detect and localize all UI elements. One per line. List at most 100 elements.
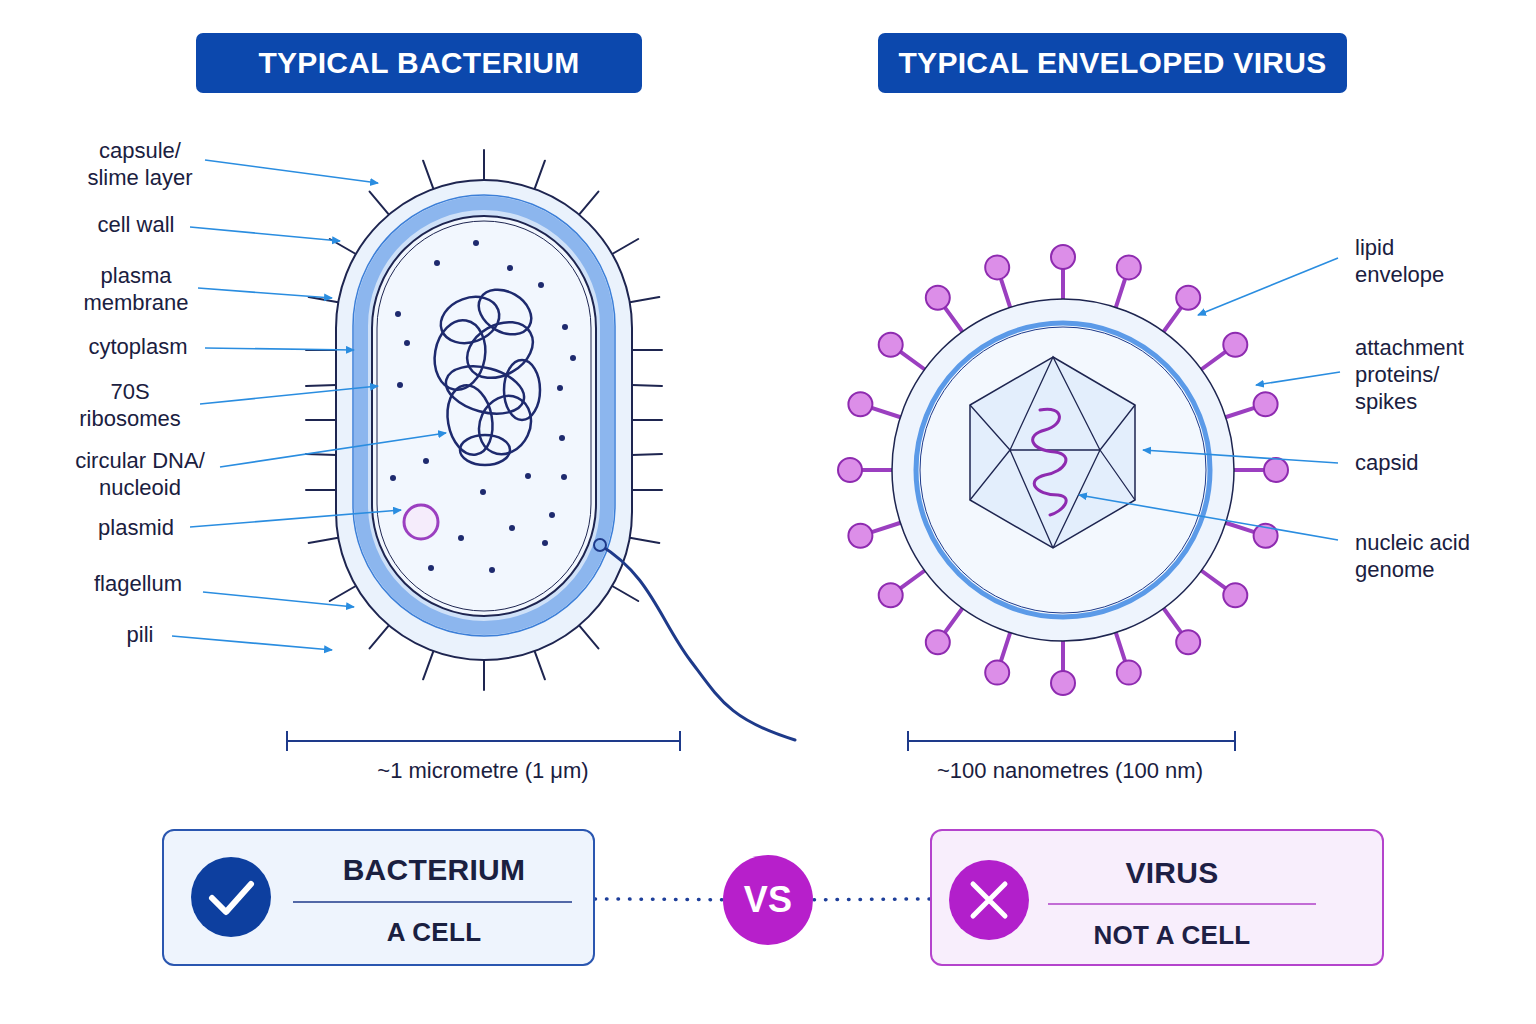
cell-wall [361,203,607,628]
cross-badge [949,860,1029,940]
scale-bar [908,731,1235,751]
capsule [336,180,632,660]
spike-head [1223,333,1247,357]
dna-loop [460,435,510,465]
ribosome-dot [458,535,464,541]
ribosome-dot [562,324,568,330]
leader-line [205,160,378,183]
spike-stems [861,268,1265,672]
spike-head [1117,661,1141,685]
capsid-shape [970,357,1135,548]
pili [306,150,662,690]
spike-head [985,661,1009,685]
spike-head [879,333,903,357]
part-label: nucleic acid genome [1355,529,1495,583]
leader-line [198,288,332,298]
divider-line [293,901,572,903]
ribosome-dot [557,385,563,391]
part-label: flagellum [68,570,208,597]
ribosome-dot [538,282,544,288]
part-label: capsule/ slime layer [75,137,205,191]
leader-line [1079,495,1338,540]
spike-head [1176,286,1200,310]
spike-head [1223,583,1247,607]
spike-head [985,255,1009,279]
plasma-membrane [372,216,596,616]
vs-circle: VS [722,854,814,946]
spike-head [1176,630,1200,654]
spike-heads [838,245,1288,695]
dna-loop [429,316,490,394]
ribosome-dot [549,512,555,518]
part-label: circular DNA/ nucleoid [60,447,220,501]
ribosome-dot [423,458,429,464]
leader-line [190,510,401,527]
cell-wall-outer [353,195,615,636]
ribosome-dot [509,525,515,531]
part-label: 70S ribosomes [70,378,190,432]
part-label: ~1 micrometre (1 μm) [333,757,633,784]
ribosome-dot [542,540,548,546]
ribosome-dot [480,489,486,495]
leader-lines [172,160,1340,650]
plasmid-ring [404,505,438,539]
spike-head [848,524,872,548]
spike-head [1051,245,1075,269]
part-label: pili [70,621,210,648]
envelope-ring [916,323,1210,617]
scale-bar [287,731,680,751]
dna-loop [434,289,505,351]
ribosome-dot [473,240,479,246]
part-label: cytoplasm [68,333,208,360]
spike-head [1051,671,1075,695]
header-text: TYPICAL ENVELOPED VIRUS [878,33,1347,93]
spike-head [879,583,903,607]
spike-head [838,458,862,482]
part-label: plasmid [66,514,206,541]
ribosome-dot [390,475,396,481]
envelope-ring-inner [920,327,1206,613]
header-text: TYPICAL BACTERIUM [196,33,642,93]
leader-line [1143,450,1338,463]
genome-strand [1033,409,1066,515]
verdict-box: BACTERIUMA CELL [162,829,595,966]
ribosome-dot [507,265,513,271]
spike-head [1254,392,1278,416]
leader-line [1256,372,1340,385]
leader-line [1198,258,1338,315]
verdict-text: A CELL [294,916,574,948]
dna-loop [457,311,543,389]
ribosome-dot [395,311,401,317]
part-label: lipid envelope [1355,234,1465,288]
leader-line [203,592,354,607]
verdict-text: NOT A CELL [1050,919,1294,951]
part-label: capsid [1355,449,1475,476]
spike-head [1117,255,1141,279]
dna-loop [442,382,497,459]
spike-head [1264,458,1288,482]
plasma-membrane-inner [377,221,591,611]
leader-line [220,433,446,467]
ribosomes [390,240,576,573]
verdict-title: VIRUS [1050,855,1294,891]
ribosome-dot [404,340,410,346]
dotted-connector [595,897,722,901]
circle-fill [723,855,813,945]
part-label: attachment proteins/ spikes [1355,334,1485,415]
ribosome-dot [434,260,440,266]
ribosome-dot [559,435,565,441]
divider-line [1048,903,1316,905]
part-label: plasma membrane [76,262,196,316]
flagellum-base [594,539,606,551]
ribosome-dot [428,565,434,571]
vs-text: VS [722,854,814,946]
header-box: TYPICAL ENVELOPED VIRUS [878,33,1347,93]
spike-head [926,286,950,310]
capsid-facets [970,357,1135,548]
verdict-box: VIRUS NOT A CELL [930,829,1384,966]
dna-loop [504,360,540,420]
part-label: ~100 nanometres (100 nm) [920,757,1220,784]
